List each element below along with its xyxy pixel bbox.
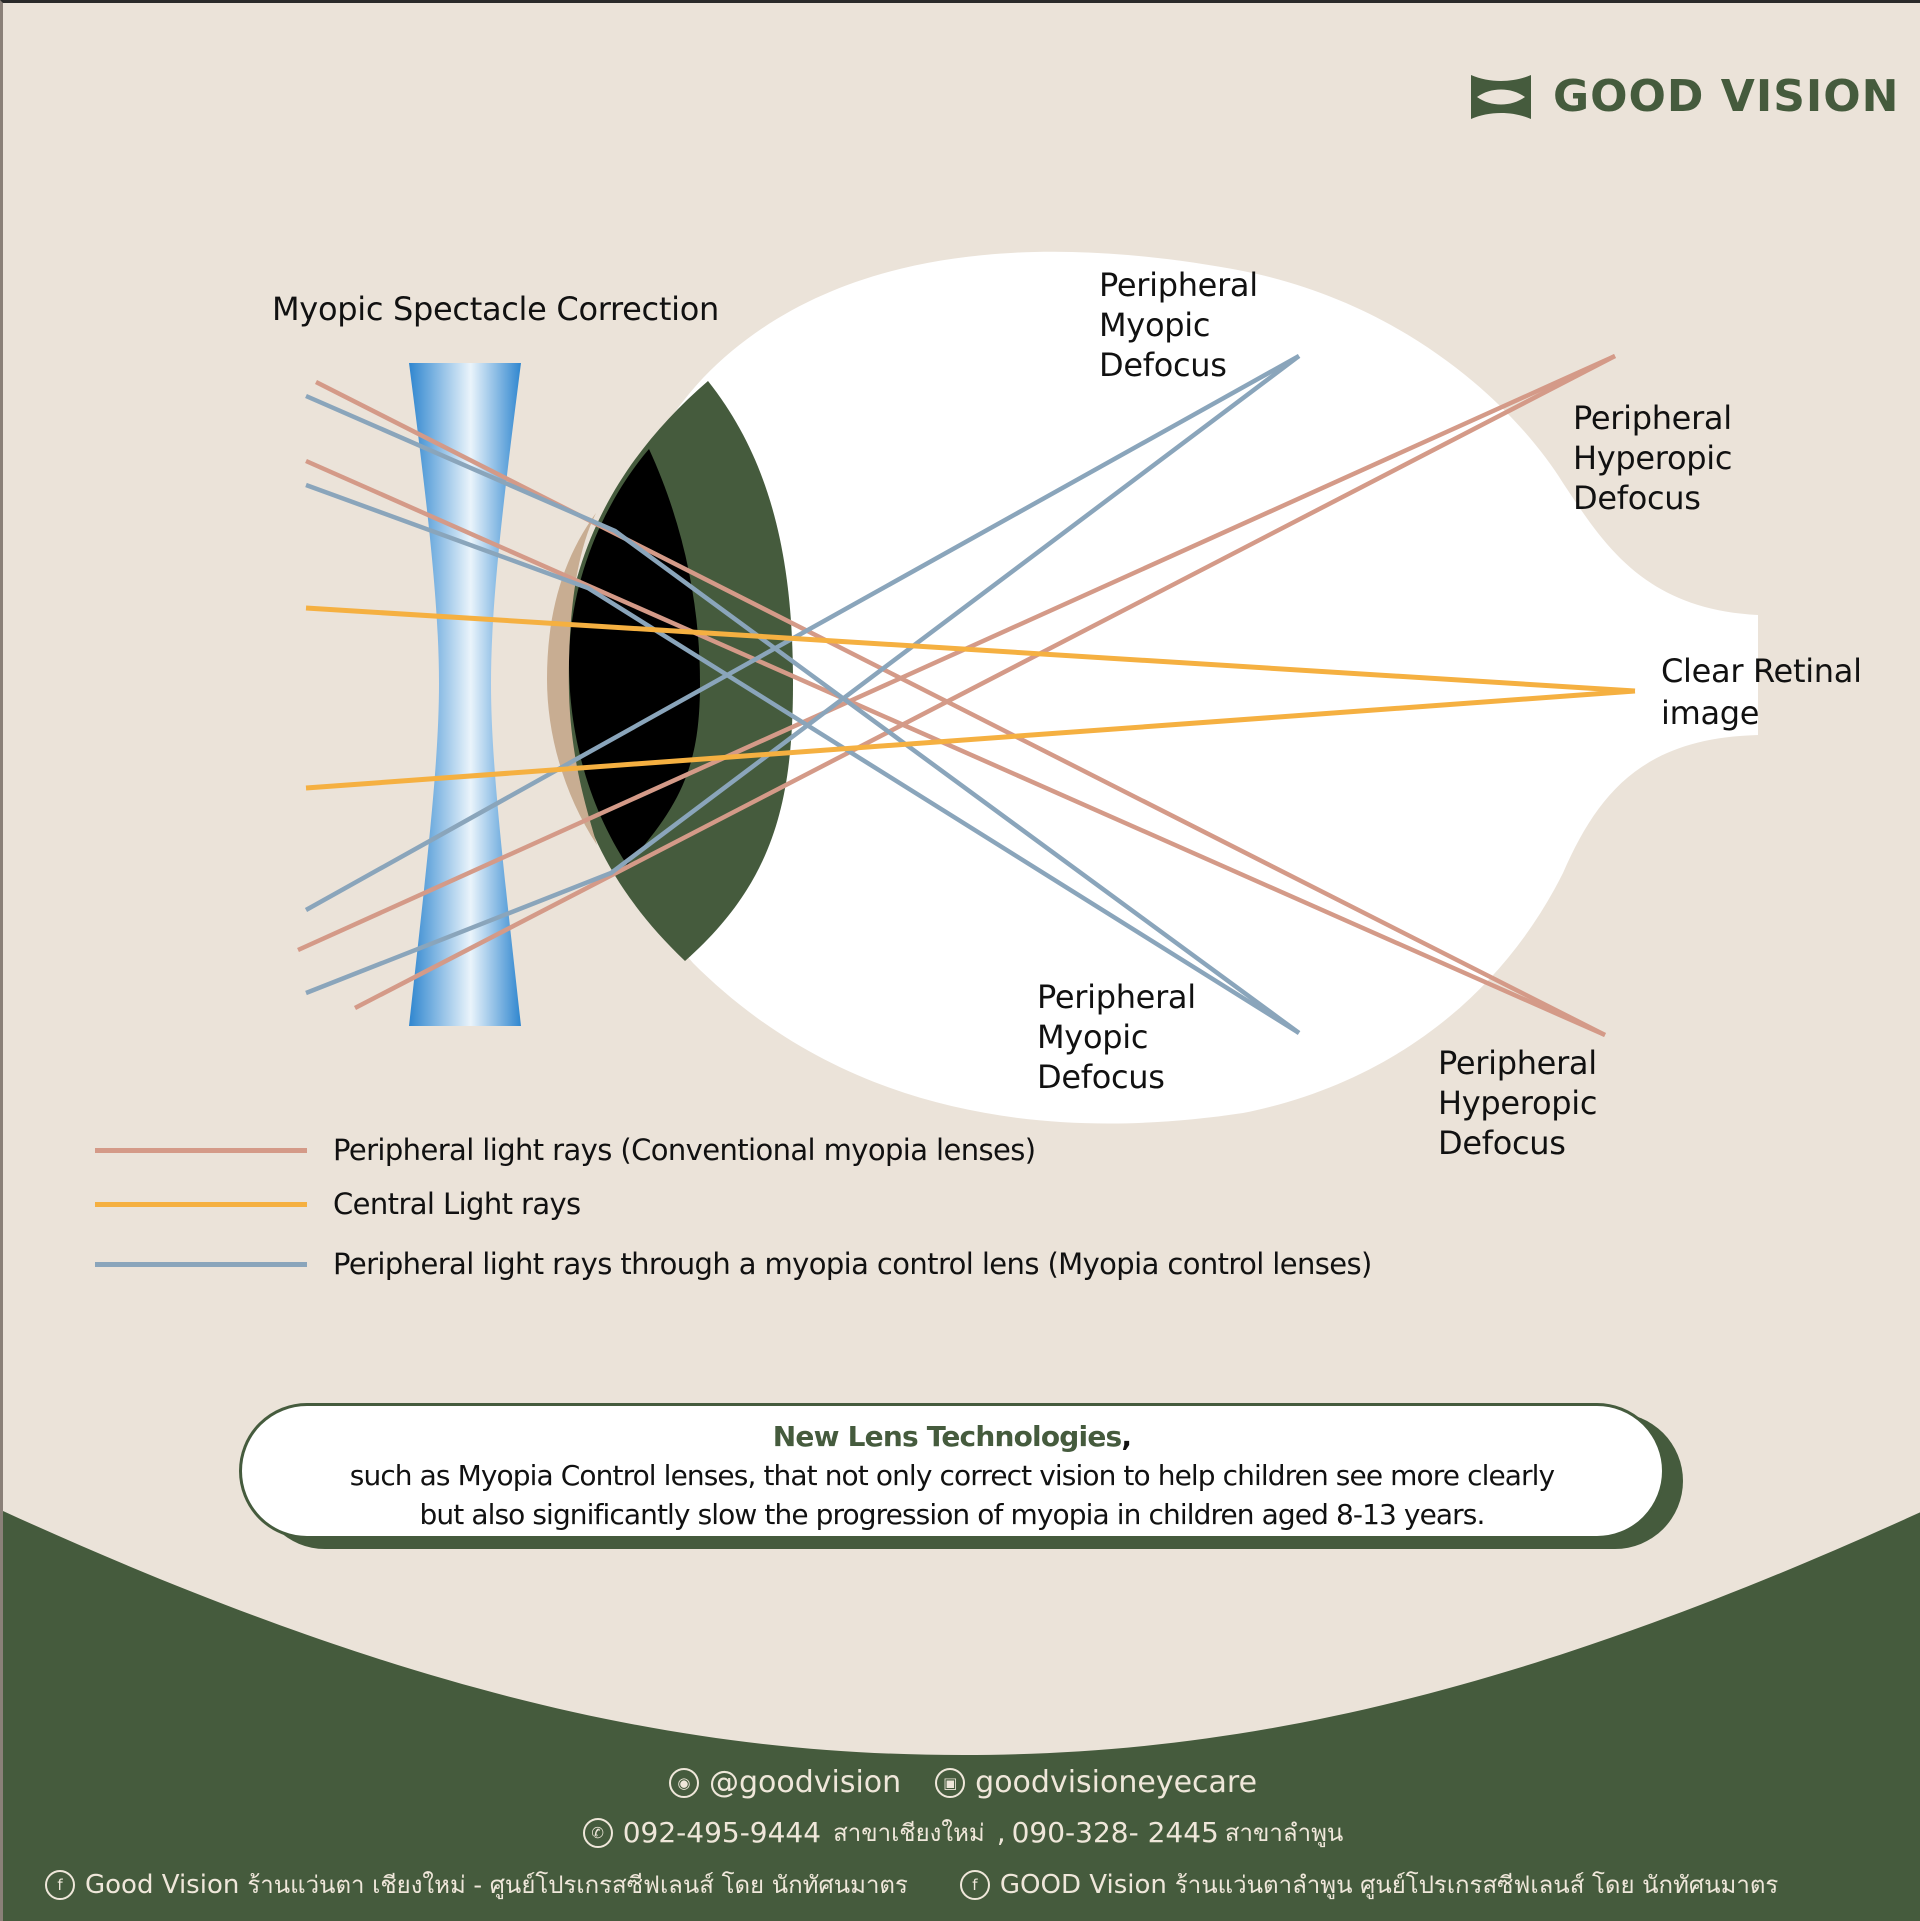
- label-line: Defocus: [1037, 1058, 1165, 1096]
- instagram-link[interactable]: ▣ goodvisioneyecare: [935, 1765, 1257, 1800]
- label-line: Defocus: [1438, 1124, 1566, 1162]
- legend-label: Peripheral light rays: [333, 1133, 612, 1167]
- legend-item-central: Central Light rays: [95, 1187, 581, 1221]
- phone-2[interactable]: 090-328- 2445: [1011, 1816, 1219, 1849]
- legend-item-control: Peripheral light rays through a myopia c…: [95, 1247, 1372, 1281]
- phone-1[interactable]: 092-495-9444: [622, 1816, 822, 1849]
- peripheral-control-ray: [305, 354, 1301, 996]
- lens-label: Myopic Spectacle Correction: [272, 290, 719, 328]
- footer-facebook: f Good Vision ร้านแว่นตา เชียงใหม่ - ศูน…: [3, 1865, 1920, 1904]
- legend-swatch: [95, 1147, 307, 1153]
- legend-note: (Conventional myopia lenses): [620, 1133, 1036, 1167]
- label-line: Peripheral: [1438, 1044, 1597, 1082]
- label-line: Myopic: [1037, 1018, 1149, 1056]
- legend-swatch: [95, 1261, 307, 1267]
- facebook-page-1-desc: ร้านแว่นตา เชียงใหม่ - ศูนย์โปรเกรสซีฟเล…: [247, 1871, 908, 1899]
- label-line: Hyperopic: [1573, 439, 1733, 477]
- facebook-icon: f: [959, 1869, 990, 1900]
- eyeball: [593, 251, 1758, 1124]
- callout-line-1: such as Myopia Control lenses, that not …: [349, 1459, 1555, 1492]
- label-line: Clear Retinal: [1661, 652, 1862, 690]
- phone-separator: ,: [996, 1816, 1006, 1849]
- central-ray: [305, 688, 1636, 791]
- footer-phones: ✆ 092-495-9444 สาขาเชียงใหม่ , 090-328- …: [3, 1813, 1920, 1852]
- central-ray: [305, 605, 1636, 694]
- peripheral-control-ray: [305, 482, 1301, 1035]
- facebook-link-1[interactable]: f Good Vision ร้านแว่นตา เชียงใหม่ - ศูน…: [45, 1865, 908, 1904]
- label-line: Peripheral: [1099, 266, 1258, 304]
- legend-label: Central Light rays: [333, 1187, 581, 1221]
- label-peripheral-hyperopic-bottom: Peripheral Hyperopic Defocus: [1438, 1043, 1597, 1163]
- label-peripheral-myopic-bottom: Peripheral Myopic Defocus: [1037, 977, 1196, 1097]
- branch-1: สาขาเชียงใหม่: [833, 1819, 985, 1847]
- label-line: Defocus: [1573, 479, 1701, 517]
- branch-2: สาขาลำพูน: [1224, 1819, 1344, 1847]
- callout-title-comma: ,: [1121, 1420, 1132, 1453]
- facebook-page-2-desc: ร้านแว่นตาลำพูน ศูนย์โปรเกรสซีฟเลนส์ โดย…: [1174, 1871, 1779, 1899]
- line-link[interactable]: ◉ @goodvision: [668, 1765, 902, 1800]
- footer-wave: [3, 1511, 1920, 1921]
- brand-logo: GOOD VISION: [1469, 71, 1899, 122]
- concave-spectacle-lens: [409, 363, 521, 1026]
- peripheral-control-ray: [305, 393, 1301, 1035]
- peripheral-control-ray: [304, 354, 1301, 912]
- legend-note: (Myopia control lenses): [1047, 1247, 1372, 1281]
- peripheral-conventional-ray: [297, 353, 1616, 953]
- line-chat-icon: ◉: [668, 1767, 699, 1798]
- label-line: Myopic: [1099, 306, 1211, 344]
- line-handle: @goodvision: [708, 1765, 902, 1800]
- label-line: Peripheral: [1573, 399, 1732, 437]
- label-line: Defocus: [1099, 346, 1227, 384]
- diagram-scene: [3, 251, 1920, 1921]
- legend-text: Central Light rays: [333, 1187, 581, 1221]
- callout-title: New Lens Technologies,: [242, 1418, 1662, 1456]
- legend-text: Peripheral light rays through a myopia c…: [333, 1247, 1372, 1281]
- light-rays: [297, 353, 1636, 1038]
- facebook-link-2[interactable]: f GOOD Vision ร้านแว่นตาลำพูน ศูนย์โปรเก…: [959, 1865, 1779, 1904]
- peripheral-conventional-ray: [353, 354, 1617, 1010]
- callout-line-2: but also significantly slow the progress…: [419, 1498, 1486, 1531]
- legend-label: Peripheral light rays through a myopia c…: [333, 1247, 1039, 1281]
- legend-item-conventional: Peripheral light rays (Conventional myop…: [95, 1133, 1036, 1167]
- label-line: Hyperopic: [1438, 1084, 1598, 1122]
- callout-title-text: New Lens Technologies: [772, 1420, 1122, 1453]
- facebook-page-2-name: GOOD Vision: [999, 1869, 1167, 1900]
- brand-name: GOOD VISION: [1553, 71, 1900, 122]
- facebook-page-1-name: Good Vision: [85, 1869, 240, 1900]
- instagram-handle: goodvisioneyecare: [975, 1765, 1258, 1800]
- label-line: Peripheral: [1037, 978, 1196, 1016]
- peripheral-conventional-ray: [305, 458, 1606, 1038]
- label-peripheral-myopic-top: Peripheral Myopic Defocus: [1099, 265, 1258, 385]
- label-clear-retinal-image: Clear Retinal image: [1661, 650, 1862, 734]
- legend-swatch: [95, 1201, 307, 1207]
- legend-text: Peripheral light rays (Conventional myop…: [333, 1133, 1036, 1167]
- peripheral-conventional-ray: [314, 379, 1607, 1038]
- cornea: [547, 513, 597, 845]
- phone-icon: ✆: [582, 1817, 613, 1848]
- lens-hourglass-logo-icon: [1471, 74, 1531, 119]
- label-peripheral-hyperopic-top: Peripheral Hyperopic Defocus: [1573, 398, 1732, 518]
- footer-social: ◉ @goodvision ▣ goodvisioneyecare: [3, 1765, 1920, 1800]
- facebook-icon: f: [45, 1869, 75, 1900]
- instagram-icon: ▣: [935, 1767, 966, 1798]
- callout-box: New Lens Technologies, such as Myopia Co…: [239, 1403, 1665, 1539]
- label-line: image: [1661, 694, 1760, 732]
